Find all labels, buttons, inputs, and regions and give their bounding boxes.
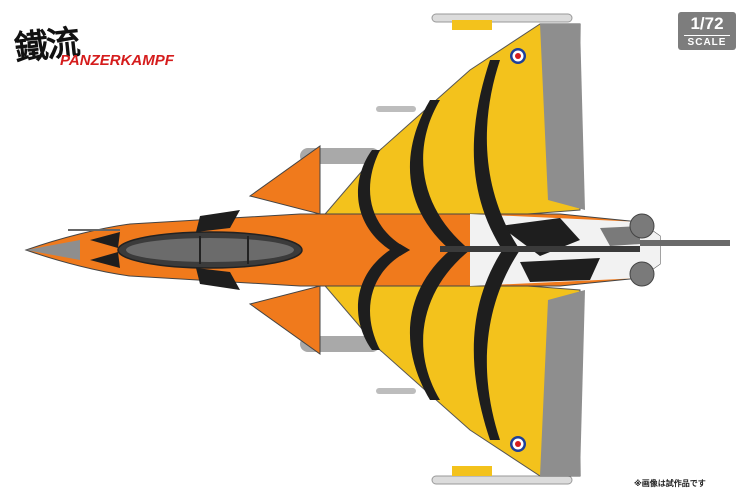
- tail-probe: [640, 240, 730, 246]
- brand-logo-text: PANZERKAMPF: [60, 52, 174, 69]
- scale-word: SCALE: [684, 35, 730, 49]
- scale-ratio: 1/72: [690, 14, 724, 33]
- nose-cone: [26, 240, 80, 260]
- tiger-stripes: [90, 60, 520, 440]
- wingtip-missile-bottom: [431, 466, 573, 485]
- prototype-note: ※画像は試作品です: [634, 479, 706, 488]
- roundel-bottom: [510, 436, 526, 452]
- scale-badge: 1/72 SCALE: [678, 12, 736, 50]
- canard-lower: [248, 285, 321, 355]
- brand-rest: ANZERKAMPF: [68, 52, 174, 69]
- wingtip-missile-top: [431, 13, 573, 30]
- brand-initial: P: [60, 52, 69, 69]
- canard-upper: [248, 145, 321, 215]
- roundel-top: [510, 48, 526, 64]
